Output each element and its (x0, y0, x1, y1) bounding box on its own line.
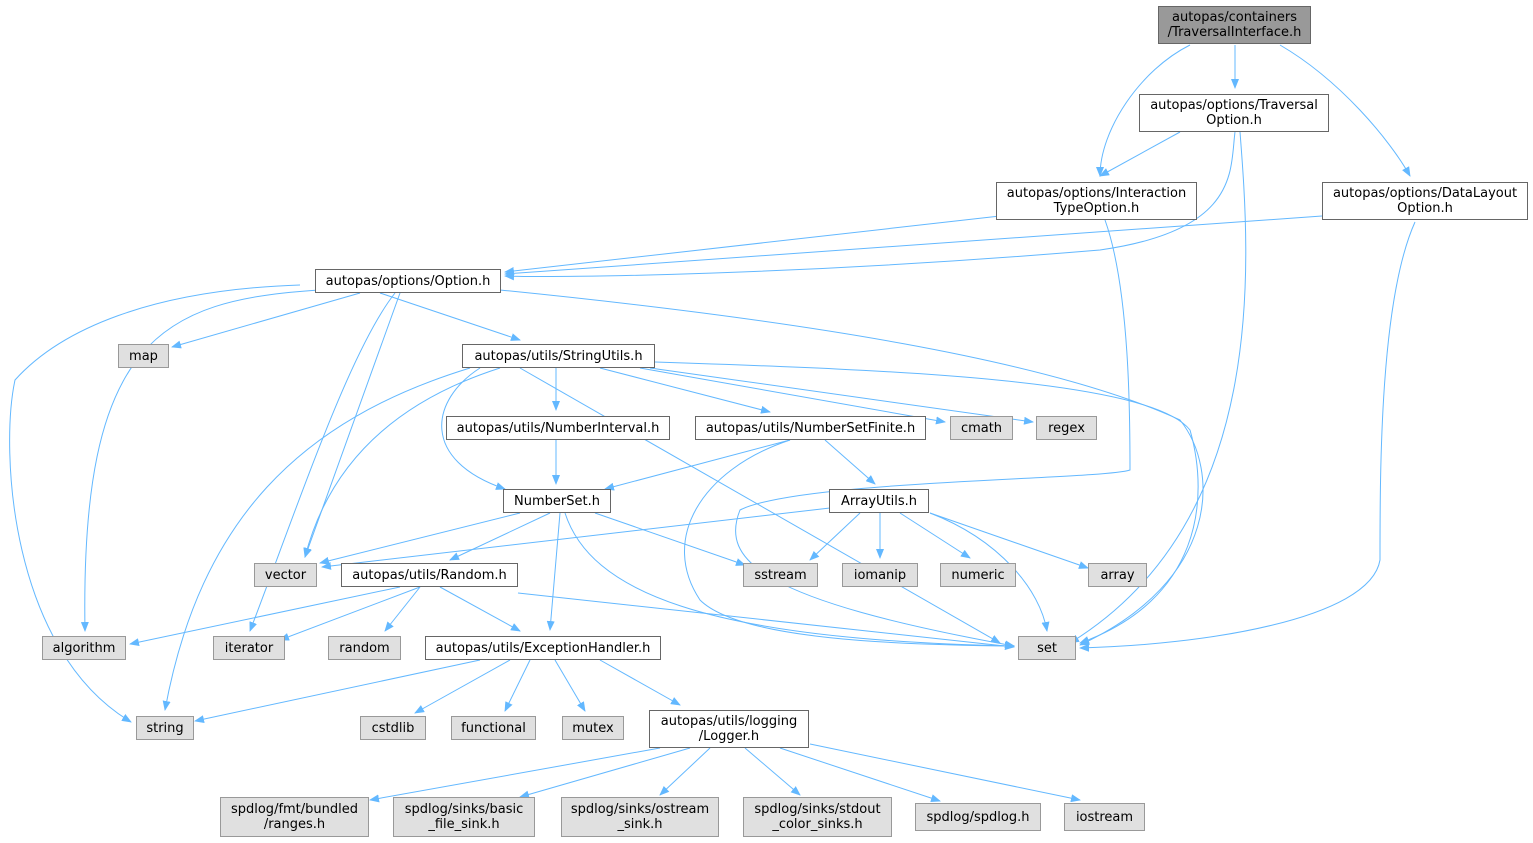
include-edge (779, 747, 941, 802)
node-numeric: numeric (940, 563, 1016, 587)
include-edge (162, 367, 471, 711)
include-edge (369, 747, 661, 803)
include-edge (1079, 221, 1416, 652)
include-edge (1099, 131, 1181, 177)
node-spdlog-stdout-color: spdlog/sinks/stdout _color_sinks.h (743, 797, 892, 837)
include-edge (809, 512, 861, 561)
include-edge (194, 659, 481, 724)
node-spdlog-spdlog: spdlog/spdlog.h (915, 803, 1041, 831)
node-cmath: cmath (950, 416, 1013, 440)
node-iterator: iterator (213, 636, 285, 660)
include-edge (519, 747, 691, 799)
include-edge (439, 586, 521, 632)
include-edge (517, 592, 1015, 651)
include-edge (554, 659, 586, 712)
include-edge (519, 367, 1001, 644)
include-edge (319, 512, 521, 565)
include-edge (504, 131, 1236, 281)
include-edge (279, 586, 421, 641)
node-interaction-type-option[interactable]: autopas/options/Interaction TypeOption.h (996, 182, 1197, 220)
node-exception-handler[interactable]: autopas/utils/ExceptionHandler.h (425, 636, 661, 660)
include-edge (899, 512, 971, 559)
node-vector: vector (254, 563, 317, 587)
node-logger[interactable]: autopas/utils/logging /Logger.h (649, 710, 809, 748)
include-edge (1279, 44, 1411, 177)
node-iostream: iostream (1064, 803, 1145, 831)
include-edge (449, 512, 551, 561)
include-edge (321, 507, 831, 570)
node-random-h[interactable]: autopas/utils/Random.h (341, 563, 518, 587)
node-traversal-interface[interactable]: autopas/containers /TraversalInterface.h (1158, 6, 1311, 44)
include-edge (639, 367, 946, 425)
node-traversal-option[interactable]: autopas/options/Traversal Option.h (1139, 94, 1329, 132)
node-iomanip: iomanip (842, 563, 918, 587)
include-edge (649, 367, 1034, 425)
node-option[interactable]: autopas/options/Option.h (315, 269, 501, 293)
include-edge (384, 586, 421, 632)
include-edge (659, 747, 711, 796)
include-edge (9, 284, 301, 723)
node-array: array (1088, 563, 1147, 587)
node-data-layout-option[interactable]: autopas/options/DataLayout Option.h (1322, 182, 1528, 220)
node-cstdlib: cstdlib (360, 716, 426, 740)
node-regex: regex (1036, 416, 1097, 440)
include-edge (594, 512, 746, 566)
node-functional: functional (451, 716, 536, 740)
include-edge (504, 215, 1001, 275)
include-edge (504, 659, 531, 712)
include-edge (809, 743, 1081, 803)
node-set: set (1018, 636, 1076, 660)
include-edge (604, 439, 791, 491)
include-edge (304, 292, 401, 558)
node-spdlog-ranges: spdlog/fmt/bundled /ranges.h (220, 797, 369, 837)
node-string: string (136, 716, 194, 740)
include-edge (824, 439, 876, 485)
node-number-set-finite[interactable]: autopas/utils/NumberSetFinite.h (695, 416, 926, 440)
node-map: map (118, 344, 169, 368)
include-edge (1096, 44, 1191, 177)
include-edge (414, 659, 511, 714)
node-number-set[interactable]: NumberSet.h (503, 489, 611, 513)
include-edge (546, 512, 561, 631)
include-edge (379, 292, 521, 341)
include-edge (499, 289, 1204, 646)
include-edge (744, 747, 801, 796)
node-array-utils[interactable]: ArrayUtils.h (829, 489, 929, 513)
include-edge (129, 586, 401, 647)
node-sstream: sstream (743, 563, 818, 587)
node-string-utils[interactable]: autopas/utils/StringUtils.h (462, 344, 655, 368)
include-edge (564, 512, 1015, 650)
node-spdlog-basic-file: spdlog/sinks/basic _file_sink.h (393, 797, 535, 837)
node-algorithm: algorithm (42, 636, 126, 660)
node-number-interval[interactable]: autopas/utils/NumberInterval.h (446, 416, 670, 440)
include-edge (929, 512, 1089, 569)
node-spdlog-ostream: spdlog/sinks/ostream _sink.h (561, 797, 719, 837)
node-random: random (328, 636, 401, 660)
include-edge (684, 439, 1015, 650)
include-edge (171, 292, 361, 349)
include-edge (504, 215, 1323, 278)
include-edge (654, 361, 1199, 644)
include-edge (599, 659, 681, 706)
include-edge (599, 367, 771, 414)
node-mutex: mutex (562, 716, 624, 740)
include-edge (303, 367, 501, 558)
